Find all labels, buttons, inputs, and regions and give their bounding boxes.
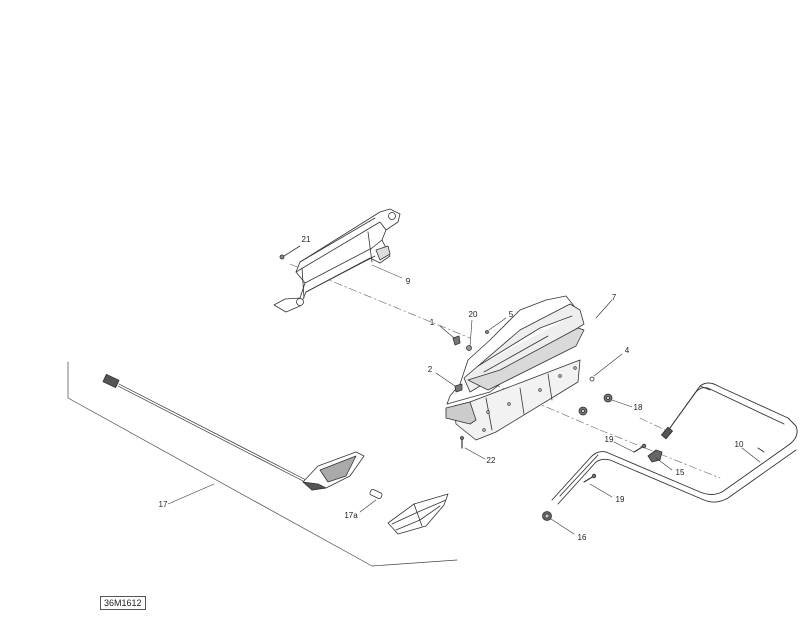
part-9-bracket[interactable] <box>273 208 401 313</box>
part-18-nut[interactable] <box>603 393 633 408</box>
part-1-screw[interactable] <box>439 325 461 346</box>
callout-2: 2 <box>427 365 433 374</box>
callout-18: 18 <box>633 403 643 412</box>
part-19-bolt-upper[interactable] <box>613 441 647 453</box>
callout-20: 20 <box>468 310 478 319</box>
callout-17a: 17a <box>344 511 358 520</box>
assembly-boundary-lines <box>67 361 458 567</box>
part-7-console[interactable] <box>445 295 585 441</box>
callout-7: 7 <box>611 293 617 302</box>
part-21-screw[interactable] <box>279 245 301 260</box>
part-4-washer[interactable] <box>589 353 623 382</box>
light-lens[interactable] <box>387 493 449 535</box>
callout-17: 17 <box>158 500 168 509</box>
part-20-nut[interactable] <box>466 319 473 351</box>
callout-1: 1 <box>429 318 435 327</box>
callout-4: 4 <box>624 346 630 355</box>
part-16-end-cap[interactable] <box>542 511 575 535</box>
callout-19-lower: 19 <box>615 495 625 504</box>
part-17-light-harness[interactable] <box>102 374 365 491</box>
callout-21: 21 <box>301 235 311 244</box>
part-17a-bulb[interactable] <box>359 489 383 513</box>
callout-19-upper: 19 <box>604 435 614 444</box>
callout-22: 22 <box>486 456 496 465</box>
callout-9: 9 <box>405 277 411 286</box>
part-22-screw[interactable] <box>460 436 486 460</box>
part-19-bolt-lower[interactable] <box>583 473 613 498</box>
part-10-bumper-tube[interactable] <box>551 382 798 505</box>
part-5-screw[interactable] <box>485 317 507 334</box>
callout-15: 15 <box>675 468 685 477</box>
callout-10: 10 <box>734 440 744 449</box>
callout-16: 16 <box>577 533 587 542</box>
part-2-clip[interactable] <box>435 372 463 393</box>
diagram-reference-code: 36M1612 <box>100 596 146 610</box>
nut-on-console[interactable] <box>578 406 588 416</box>
part-15-clamp[interactable] <box>647 449 673 471</box>
callout-5: 5 <box>508 310 514 319</box>
